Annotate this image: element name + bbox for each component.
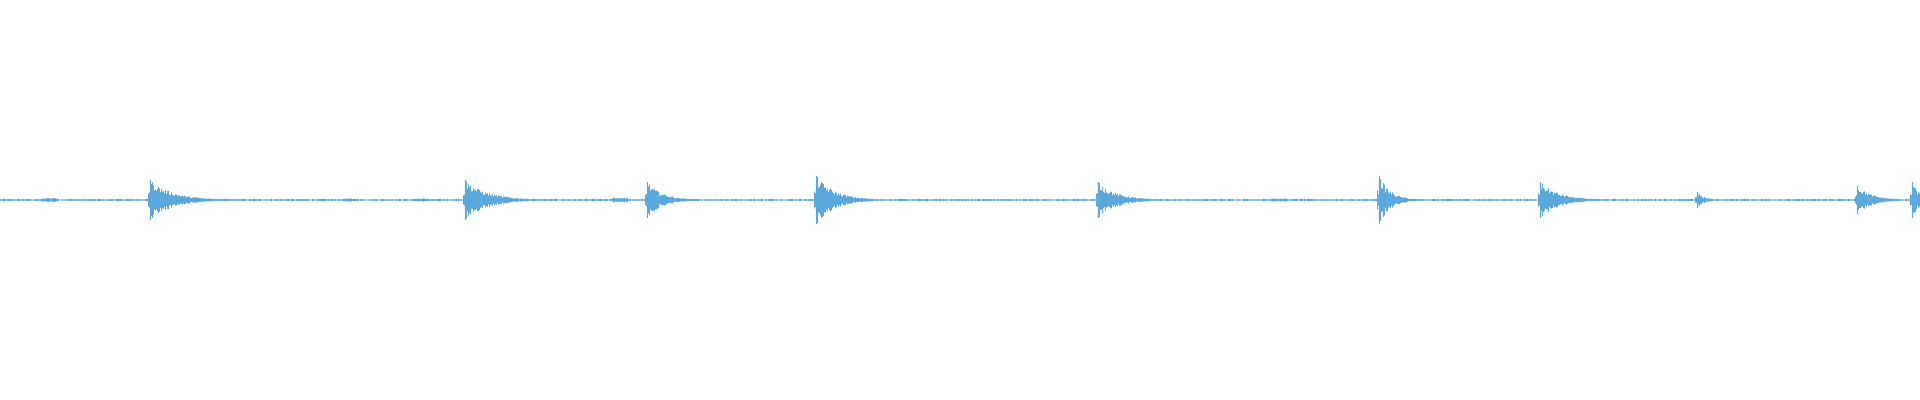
waveform-amplitude [0,177,1920,223]
waveform-trace [0,176,1920,224]
